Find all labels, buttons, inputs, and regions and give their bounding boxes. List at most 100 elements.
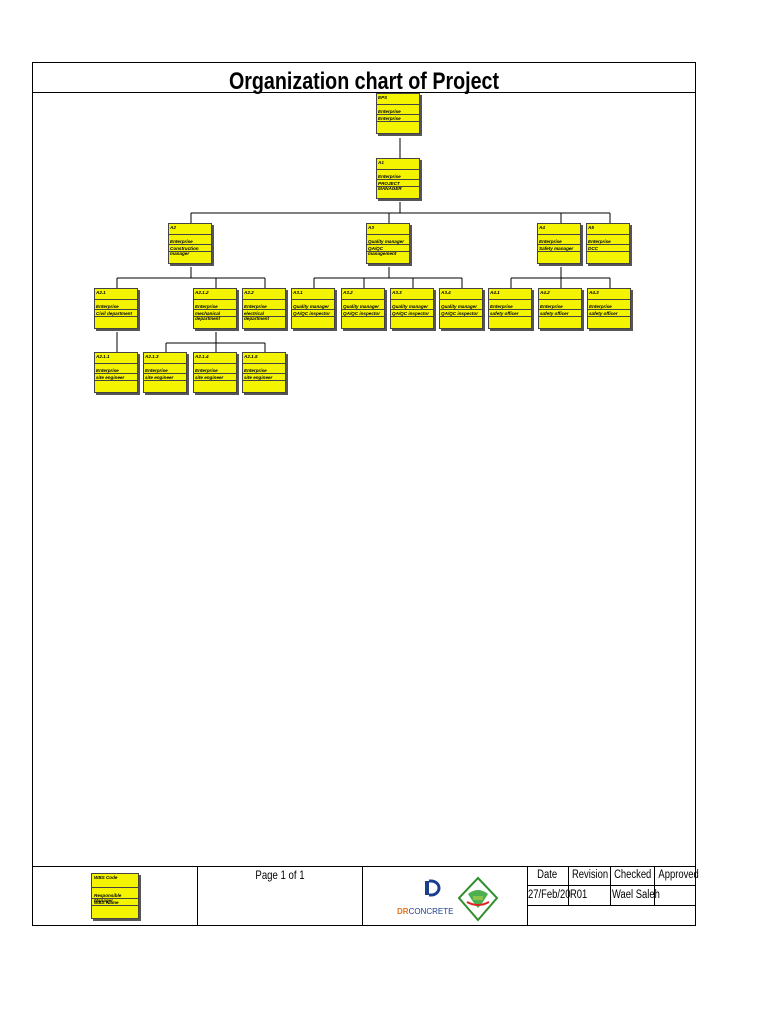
chart-title: Organization chart of Project <box>228 68 500 95</box>
org-node-a2-1-5[interactable]: A2.1.5 Enterprise site engineer <box>242 352 286 393</box>
chart-frame <box>32 62 696 926</box>
node-role: site engineer <box>243 374 285 381</box>
title-block <box>32 866 696 926</box>
org-node-a3-1[interactable]: A3.1 Quality manager QA/QC inspector <box>291 288 335 329</box>
node-organization: Enterprise <box>194 303 236 310</box>
org-node-a2-1-3[interactable]: A2.1.3 Enterprise site engineer <box>143 352 187 393</box>
node-code: A5 <box>587 224 629 235</box>
node-role: safety officer <box>588 310 630 317</box>
node-code: A2.1.2 <box>194 289 236 300</box>
org-node-a3-3[interactable]: A3.3 Quality manager QA/QC inspector <box>390 288 434 329</box>
org-node-a2-1-4[interactable]: A2.1.4 Enterprise site engineer <box>193 352 237 393</box>
dr-concrete-wordmark: DRCONCRETE <box>397 907 454 916</box>
node-code: A2.2 <box>243 289 285 300</box>
node-code: A3.4 <box>440 289 482 300</box>
approval-header-date: Date <box>537 869 558 881</box>
node-code: A4.1 <box>489 289 531 300</box>
node-organization: Quality manager <box>391 303 433 310</box>
org-node-a4-1[interactable]: A4.1 Enterprise safety officer <box>488 288 532 329</box>
org-node-a4[interactable]: A4 Enterprise Safety manager <box>537 223 581 264</box>
node-code: A4.2 <box>539 289 581 300</box>
org-node-a5[interactable]: A5 Enterprise DCC <box>586 223 630 264</box>
node-role: QA/QC inspector <box>391 310 433 317</box>
node-role: electrical department <box>243 310 285 321</box>
node-code: A3.1 <box>292 289 334 300</box>
approval-revision-value: R01 <box>570 889 588 901</box>
org-node-a2[interactable]: A2 Enterprise Construction manager <box>168 223 212 264</box>
node-code: A1 <box>377 159 419 170</box>
org-node-a2-1[interactable]: A2.1 Enterprise Civil department <box>94 288 138 329</box>
node-organization: Enterprise <box>377 108 419 115</box>
title-block-divider <box>362 866 363 926</box>
org-node-a1[interactable]: A1 Enterprise PROJECT MANAGER <box>376 158 420 199</box>
node-code: A2 <box>169 224 211 235</box>
node-role: Enterprise <box>377 115 419 122</box>
node-role: QA/QC management <box>367 245 409 256</box>
node-role: PROJECT MANAGER <box>377 180 419 191</box>
node-code: A2.1.3 <box>144 353 186 364</box>
node-code: A3 <box>367 224 409 235</box>
node-organization: Quality manager <box>342 303 384 310</box>
node-organization: Enterprise <box>588 303 630 310</box>
node-organization: Enterprise <box>587 238 629 245</box>
approval-header-revision: Revision <box>571 869 609 881</box>
approval-header-checked: Checked <box>614 869 652 881</box>
org-node-a2-2[interactable]: A2.2 Enterprise electrical department <box>242 288 286 329</box>
node-organization: Enterprise <box>169 238 211 245</box>
node-code: A3.3 <box>391 289 433 300</box>
node-organization: Quality manager <box>367 238 409 245</box>
page-indicator: Page 1 of 1 <box>255 868 305 882</box>
node-organization: Enterprise <box>194 367 236 374</box>
org-node-a4-2[interactable]: A4.2 Enterprise safety officer <box>538 288 582 329</box>
approval-grid-line <box>527 885 696 886</box>
org-node-a3[interactable]: A3 Quality manager QA/QC management <box>366 223 410 264</box>
org-node-a3-4[interactable]: A3.4 Quality manager QA/QC inspector <box>439 288 483 329</box>
node-organization: Enterprise <box>539 303 581 310</box>
legend-wbs-code: WBS Code <box>92 874 138 888</box>
node-code: A2.1.1 <box>95 353 137 364</box>
approval-checked-value: Wael Saleh <box>612 889 660 901</box>
partner-seal-logo <box>457 876 499 922</box>
node-code: EPS <box>377 94 419 105</box>
node-role: safety officer <box>539 310 581 317</box>
node-role: safety officer <box>489 310 531 317</box>
dr-concrete-logo <box>425 879 441 897</box>
node-organization: Quality manager <box>292 303 334 310</box>
node-code: A2.1.4 <box>194 353 236 364</box>
legend-responsible-manager: Responsible Manager <box>92 892 138 903</box>
node-organization: Enterprise <box>144 367 186 374</box>
node-role: site engineer <box>144 374 186 381</box>
title-block-divider <box>197 866 198 926</box>
node-code: A2.1 <box>95 289 137 300</box>
node-organization: Quality manager <box>440 303 482 310</box>
approval-approved-value <box>656 886 696 904</box>
node-code: A4.3 <box>588 289 630 300</box>
node-role: QA/QC inspector <box>342 310 384 317</box>
title-divider <box>32 92 696 93</box>
node-organization: Enterprise <box>95 303 137 310</box>
node-role: QA/QC inspector <box>292 310 334 317</box>
node-code: A3.2 <box>342 289 384 300</box>
node-role: Construction manager <box>169 245 211 256</box>
node-code: A2.1.5 <box>243 353 285 364</box>
org-node-a4-3[interactable]: A4.3 Enterprise safety officer <box>587 288 631 329</box>
org-node-a3-2[interactable]: A3.2 Quality manager QA/QC inspector <box>341 288 385 329</box>
node-organization: Enterprise <box>243 367 285 374</box>
node-role: site engineer <box>194 374 236 381</box>
legend-box: WBS Code Responsible Manager WBS Name <box>91 873 139 919</box>
node-code: A4 <box>538 224 580 235</box>
org-node-a2-1-2[interactable]: A2.1.2 Enterprise mechanical department <box>193 288 237 329</box>
org-node-a2-1-1[interactable]: A2.1.1 Enterprise site engineer <box>94 352 138 393</box>
node-organization: Enterprise <box>538 238 580 245</box>
title-block-divider <box>527 866 528 926</box>
org-node-root[interactable]: EPS Enterprise Enterprise <box>376 93 420 134</box>
node-role: Civil department <box>95 310 137 317</box>
node-role: mechanical department <box>194 310 236 321</box>
approval-date-value: 27/Feb/20 <box>528 889 571 901</box>
node-organization: Enterprise <box>95 367 137 374</box>
approval-header-approved: Approved <box>658 869 699 881</box>
node-organization: Enterprise <box>489 303 531 310</box>
legend-wbs-name: WBS Name <box>92 899 138 906</box>
node-role: site engineer <box>95 374 137 381</box>
